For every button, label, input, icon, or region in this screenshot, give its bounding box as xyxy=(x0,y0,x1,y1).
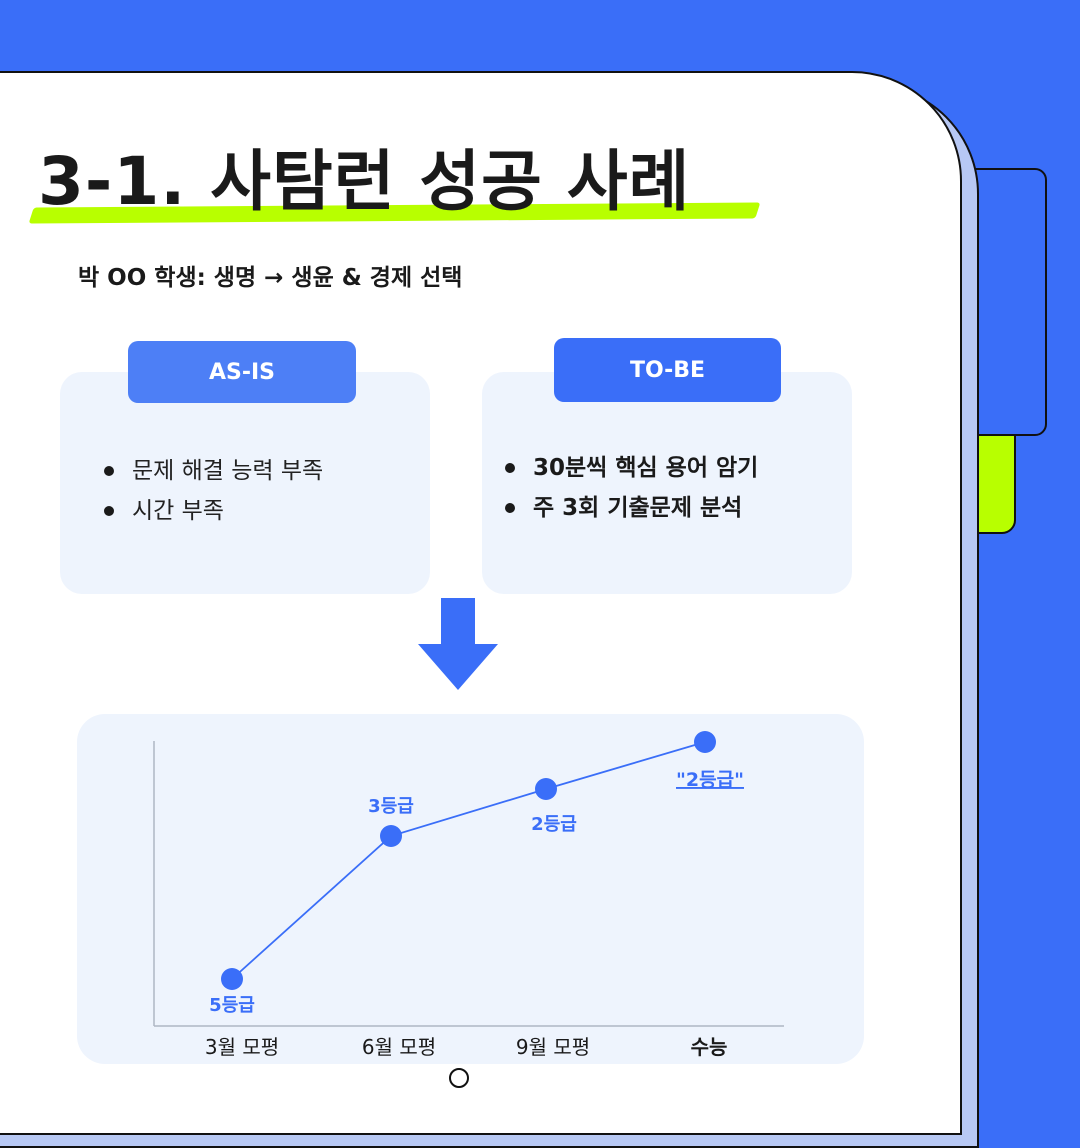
to-be-card xyxy=(482,372,852,594)
x-tick-label: 6월 모평 xyxy=(362,1035,436,1059)
to-be-label: TO-BE xyxy=(554,338,781,402)
as-is-label: AS-IS xyxy=(128,341,356,403)
down-arrow-icon xyxy=(418,598,498,690)
data-point xyxy=(535,778,557,800)
data-point xyxy=(694,731,716,753)
grade-line-chart: 5등급 3등급 2등급 "2등급" 3월 모평 6월 모평 9월 모평 수능 xyxy=(153,731,784,1059)
to-be-item: 주 3회 기출문제 분석 xyxy=(505,493,758,533)
as-is-item: 문제 해결 능력 부족 xyxy=(104,456,323,496)
page-indicator-dot xyxy=(449,1068,469,1088)
x-tick-label: 9월 모평 xyxy=(516,1035,590,1059)
data-label: 2등급 xyxy=(531,814,577,835)
data-point xyxy=(380,825,402,847)
data-label: "2등급" xyxy=(676,769,744,791)
as-is-item: 시간 부족 xyxy=(104,496,323,536)
as-is-card xyxy=(60,372,430,594)
student-subtitle: 박 OO 학생: 생명 → 생윤 & 경제 선택 xyxy=(78,265,463,291)
to-be-item: 30분씩 핵심 용어 암기 xyxy=(505,453,758,493)
data-point xyxy=(221,968,243,990)
grade-chart-card: 5등급 3등급 2등급 "2등급" 3월 모평 6월 모평 9월 모평 수능 xyxy=(77,714,864,1064)
as-is-list: 문제 해결 능력 부족 시간 부족 xyxy=(104,456,323,536)
data-label: 5등급 xyxy=(209,995,255,1016)
data-label: 3등급 xyxy=(368,796,414,817)
grade-line xyxy=(231,741,706,980)
x-tick-label: 3월 모평 xyxy=(205,1035,279,1059)
to-be-list: 30분씩 핵심 용어 암기 주 3회 기출문제 분석 xyxy=(505,453,758,533)
x-tick-label: 수능 xyxy=(691,1035,728,1059)
page-title: 3-1. 사탐런 성공 사례 xyxy=(38,143,691,220)
